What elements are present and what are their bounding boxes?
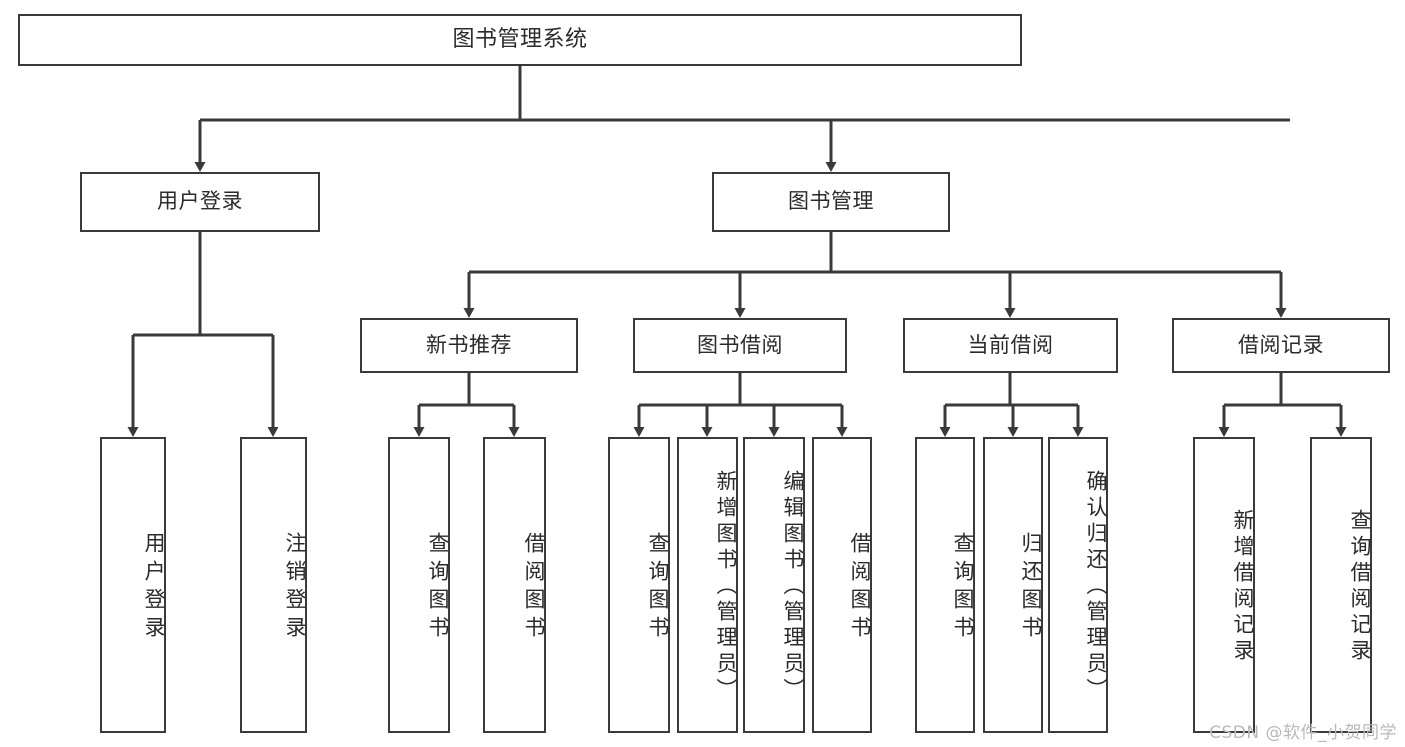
node-user-login[interactable]: 用户登录: [80, 172, 320, 232]
leaf-user-login[interactable]: 用户登录: [100, 437, 166, 733]
node-label: 借阅图书: [522, 532, 546, 644]
node-label: 借阅记录: [1238, 332, 1324, 357]
leaf-logout[interactable]: 注销登录: [240, 437, 307, 733]
watermark-text: CSDN @软件_小贺同学: [1209, 723, 1397, 743]
node-book-borrow[interactable]: 图书借阅: [633, 318, 847, 373]
leaf-query-book-current[interactable]: 查询图书: [915, 437, 975, 733]
node-current-borrow[interactable]: 当前借阅: [903, 318, 1118, 373]
leaf-return-book[interactable]: 归还图书: [983, 437, 1043, 733]
node-label: 确认归还（管理员）: [1084, 470, 1108, 704]
node-label: 查询图书: [951, 532, 975, 644]
node-label: 当前借阅: [967, 332, 1054, 357]
node-borrow-record[interactable]: 借阅记录: [1172, 318, 1390, 373]
leaf-query-book-borrow[interactable]: 查询图书: [608, 437, 670, 733]
node-label: 新增图书（管理员）: [714, 470, 738, 704]
leaf-query-borrow-record[interactable]: 查询借阅记录: [1310, 437, 1372, 733]
leaf-borrow-book[interactable]: 借阅图书: [812, 437, 872, 733]
node-label: 编辑图书（管理员）: [781, 470, 805, 704]
node-label: 注销登录: [283, 532, 307, 644]
node-root-book-management-system[interactable]: 图书管理系统: [18, 14, 1022, 66]
node-label: 查询图书: [426, 532, 450, 644]
node-label: 查询图书: [646, 532, 670, 644]
node-label: 借阅图书: [848, 532, 872, 644]
node-label: 用户登录: [157, 189, 243, 214]
node-label: 图书管理系统: [452, 26, 588, 52]
leaf-borrow-book-recommend[interactable]: 借阅图书: [483, 437, 546, 733]
node-label: 归还图书: [1019, 532, 1043, 644]
node-label: 用户登录: [142, 532, 166, 644]
node-label: 图书借阅: [697, 332, 783, 357]
leaf-confirm-return-admin[interactable]: 确认归还（管理员）: [1048, 437, 1108, 733]
node-new-book-recommend[interactable]: 新书推荐: [360, 318, 578, 373]
node-label: 查询借阅记录: [1348, 509, 1372, 665]
leaf-add-book-admin[interactable]: 新增图书（管理员）: [677, 437, 738, 733]
leaf-edit-book-admin[interactable]: 编辑图书（管理员）: [743, 437, 805, 733]
node-book-management[interactable]: 图书管理: [712, 172, 950, 232]
node-label: 新增借阅记录: [1231, 509, 1255, 665]
leaf-add-borrow-record[interactable]: 新增借阅记录: [1193, 437, 1255, 733]
leaf-query-book-recommend[interactable]: 查询图书: [388, 437, 450, 733]
node-label: 图书管理: [788, 189, 874, 214]
node-label: 新书推荐: [426, 332, 512, 357]
